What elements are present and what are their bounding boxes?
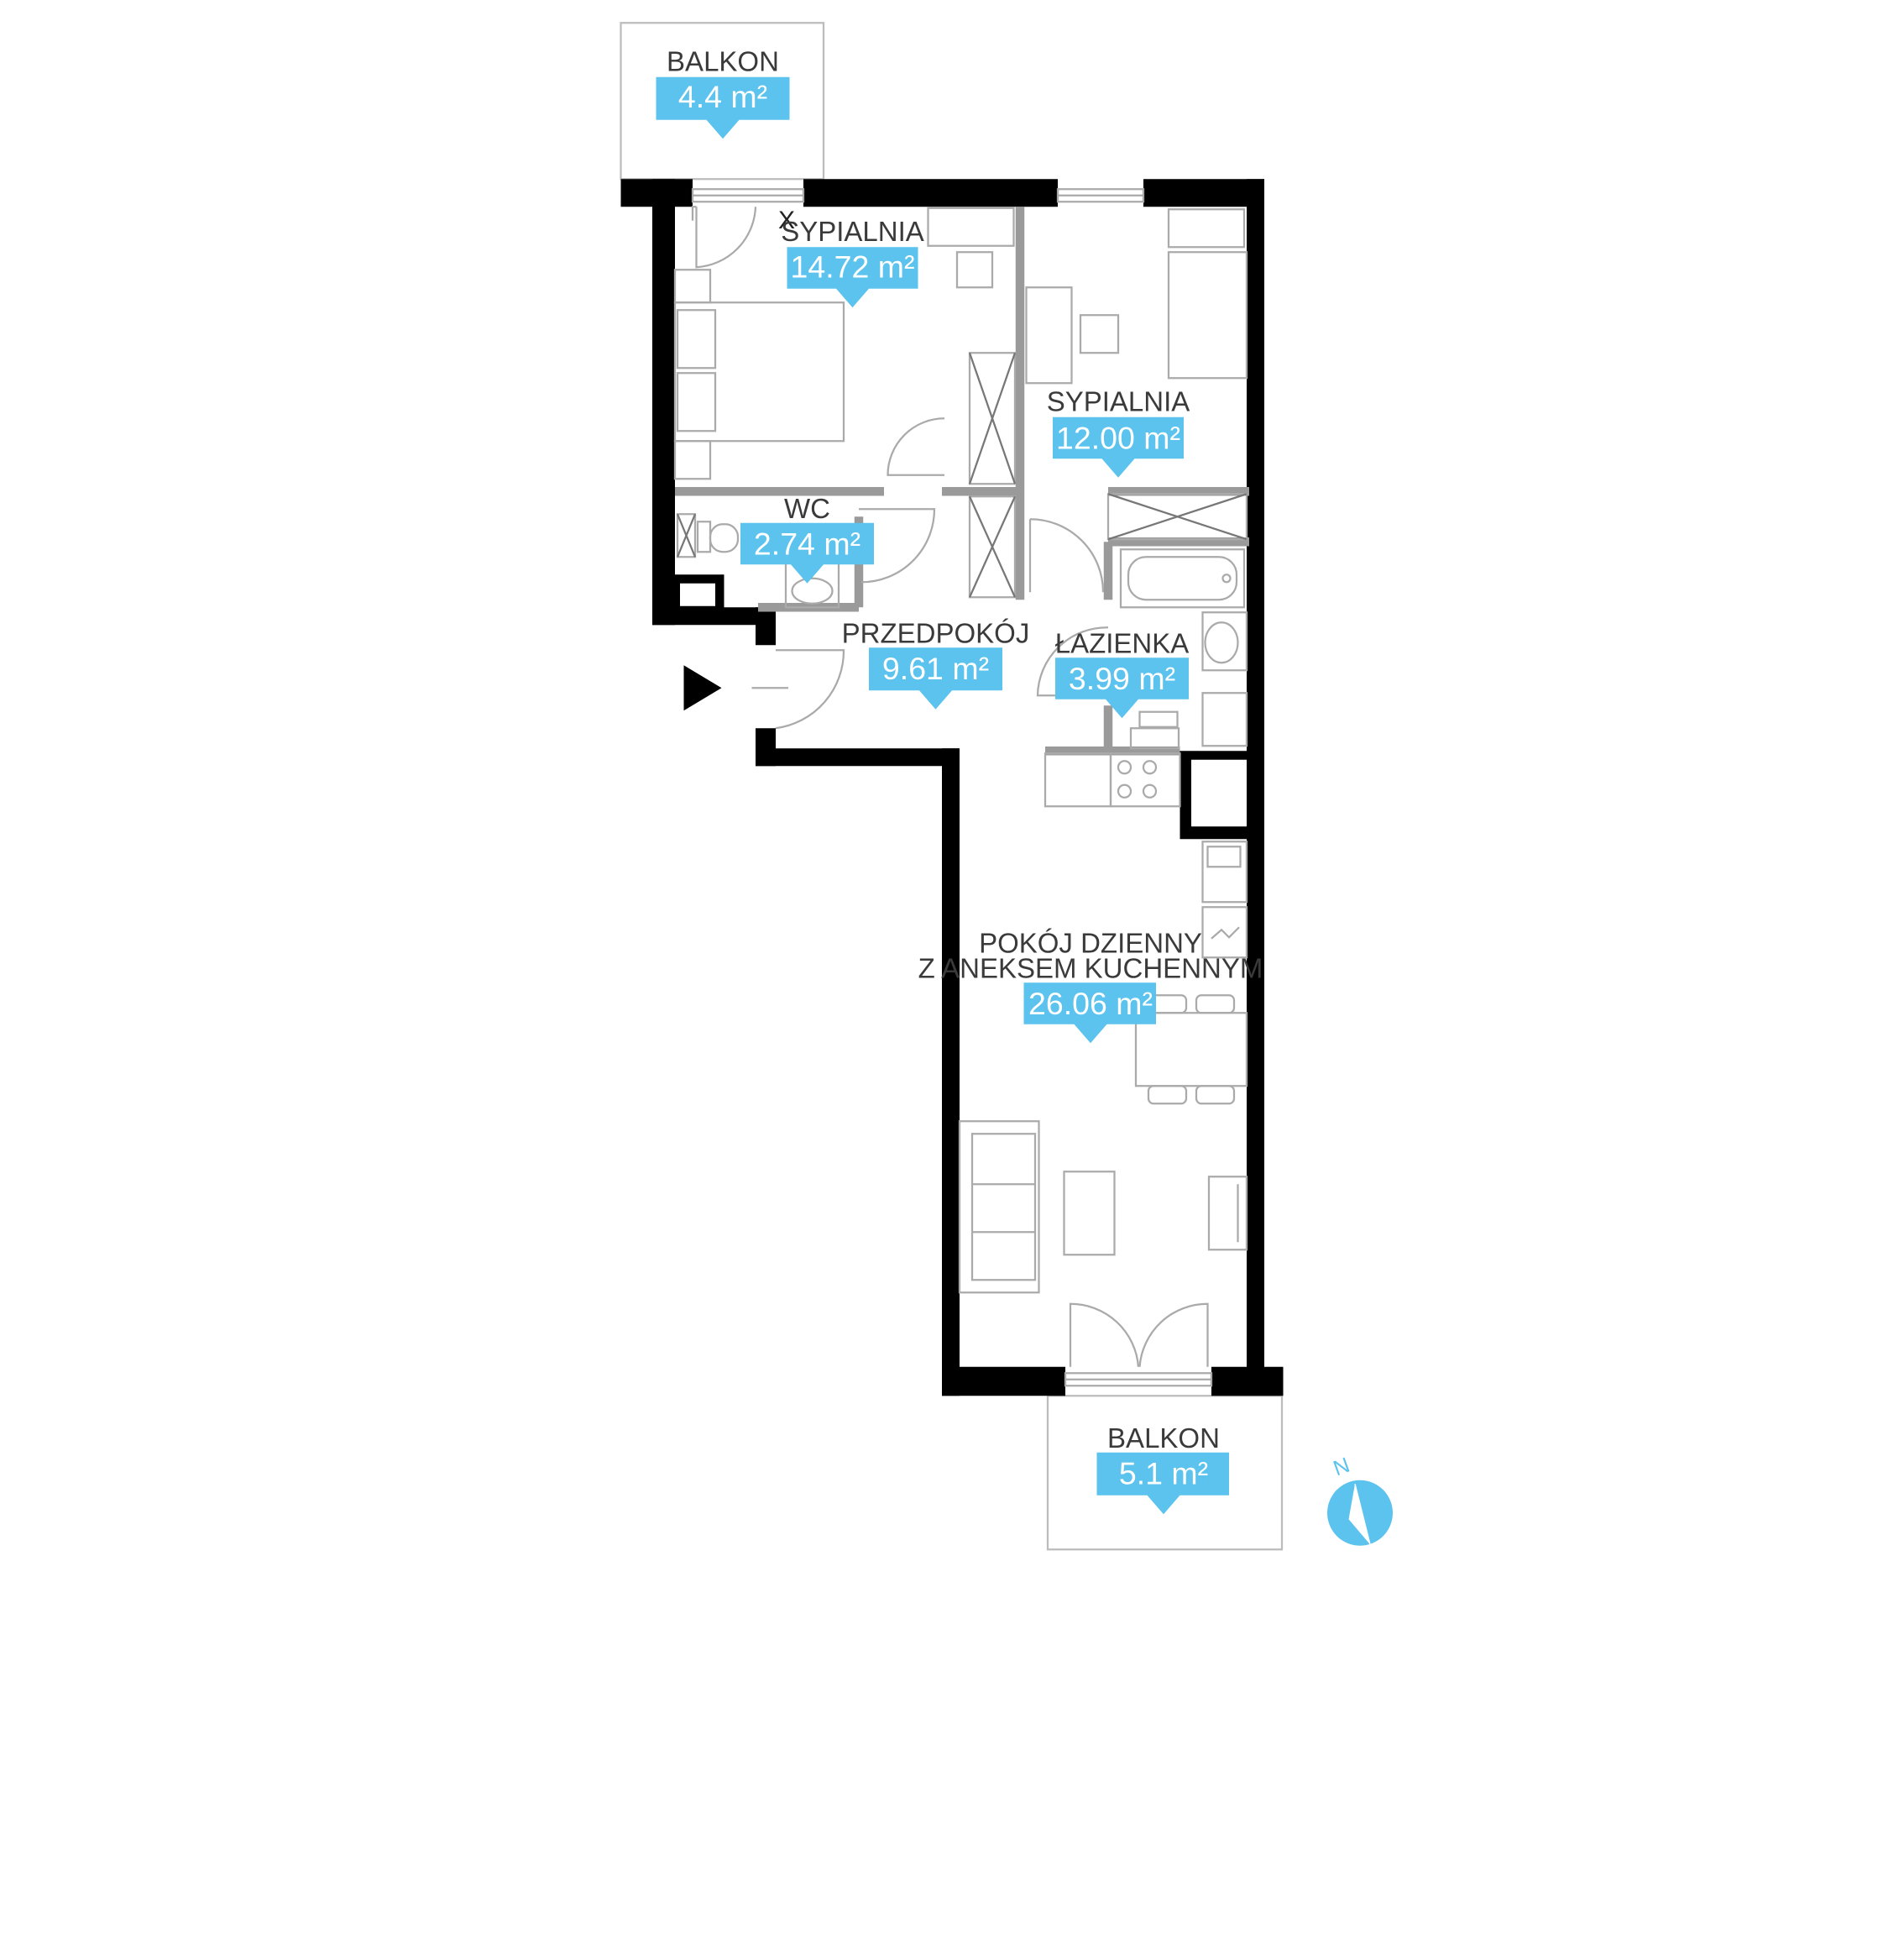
balcony-top-outline <box>620 22 825 181</box>
label-sypialnia-2: SYPIALNIA 12.00 m² <box>1047 385 1190 478</box>
room-name-pokoj-dzienny-line1: POKÓJ DZIENNY <box>979 927 1202 958</box>
label-lazienka: ŁAZIENKA 3.99 m² <box>1055 627 1190 719</box>
north-label: N <box>1331 1454 1353 1481</box>
room-name-balkon-bottom: BALKON <box>1107 1422 1220 1454</box>
windows <box>691 188 1213 1387</box>
label-balkon-bottom: BALKON 5.1 m² <box>1096 1422 1229 1515</box>
area-tag <box>1055 657 1189 719</box>
area-tag <box>740 522 874 584</box>
exterior-walls <box>620 179 1284 1396</box>
room-name-sypialnia-2: SYPIALNIA <box>1047 385 1190 416</box>
room-name-wc: WC <box>784 493 830 524</box>
area-tag <box>1096 1452 1229 1515</box>
balcony-bottom-outline <box>1046 1395 1284 1551</box>
label-przedpokoj: PRZEDPOKÓJ 9.61 m² <box>842 617 1030 710</box>
doors <box>691 206 1209 1367</box>
label-wc: WC 2.74 m² <box>740 493 874 584</box>
x-mark: X <box>778 207 795 234</box>
furniture-kitchen <box>1044 752 1248 1105</box>
room-name-sypialnia-1: SYPIALNIA <box>781 216 924 247</box>
furniture-wc <box>676 513 840 609</box>
area-tag <box>1023 982 1156 1044</box>
area-wc: 2.74 m² <box>754 526 860 561</box>
area-sypialnia-2: 12.00 m² <box>1056 420 1180 455</box>
room-name-lazienka: ŁAZIENKA <box>1055 627 1190 658</box>
label-sypialnia-1: SYPIALNIA 14.72 m² <box>781 216 924 308</box>
label-pokoj-dzienny: POKÓJ DZIENNY Z ANEKSEM KUCHENNYM 26.06 … <box>918 927 1263 1044</box>
furniture-living-room <box>958 1120 1248 1294</box>
label-balkon-top: BALKON 4.4 m² <box>656 45 790 139</box>
room-name-pokoj-dzienny-line2: Z ANEKSEM KUCHENNYM <box>918 952 1263 983</box>
area-pokoj-dzienny: 26.06 m² <box>1028 986 1153 1021</box>
area-tag <box>869 647 1002 710</box>
area-tag <box>787 247 918 308</box>
area-balkon-bottom: 5.1 m² <box>1119 1455 1208 1490</box>
furniture-bedroom-2 <box>1025 208 1248 541</box>
area-sypialnia-1: 14.72 m² <box>791 249 915 284</box>
furniture-bathroom <box>1119 548 1248 750</box>
room-name-balkon-top: BALKON <box>667 45 779 76</box>
area-tag <box>656 76 790 139</box>
compass-icon: N <box>1327 1454 1393 1546</box>
entrance-arrow-icon <box>683 665 722 711</box>
room-name-przedpokoj: PRZEDPOKÓJ <box>842 617 1030 648</box>
area-przedpokoj: 9.61 m² <box>882 651 989 686</box>
furniture-bedroom-1 <box>673 207 1017 599</box>
partition-walls <box>675 207 1249 756</box>
area-lazienka: 3.99 m² <box>1069 661 1175 696</box>
area-balkon-top: 4.4 m² <box>678 79 767 114</box>
area-tag <box>1053 416 1184 478</box>
